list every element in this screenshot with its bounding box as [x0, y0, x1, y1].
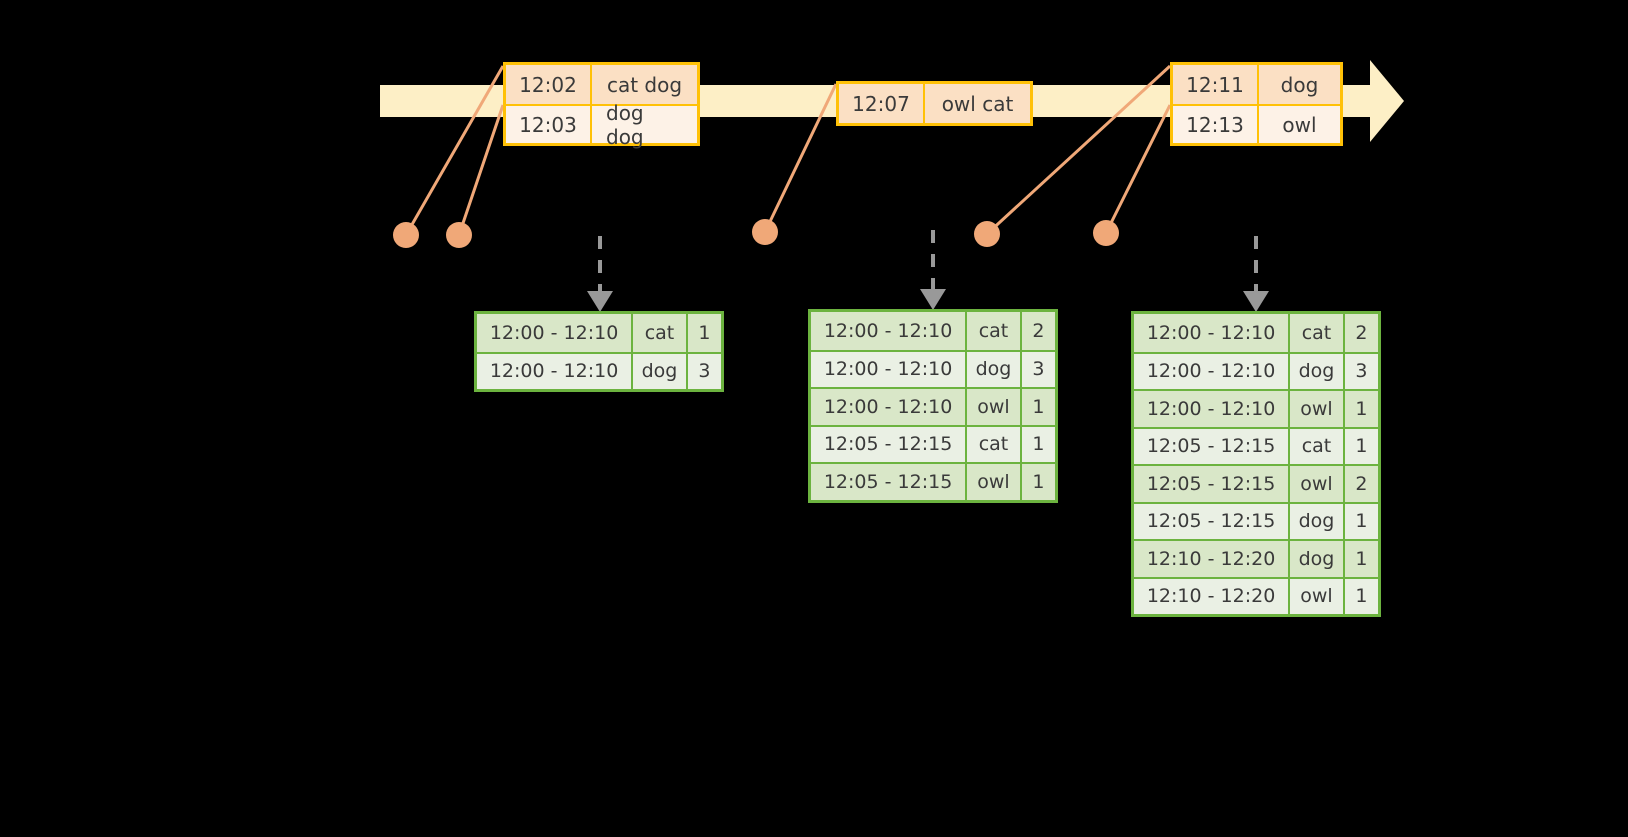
key-cell: owl [1290, 391, 1345, 427]
window-cell: 12:00 - 12:10 [811, 312, 968, 350]
count-cell: 2 [1344, 466, 1378, 502]
window-cell: 12:00 - 12:10 [1134, 314, 1291, 352]
window-cell: 12:00 - 12:10 [811, 389, 968, 425]
window-cell: 12:05 - 12:15 [1134, 503, 1291, 539]
count-cell: 3 [1344, 353, 1378, 389]
event-dot-5 [1093, 220, 1119, 246]
timeline-event-row[interactable]: 12:11 dog [1173, 65, 1340, 104]
count-cell: 2 [1021, 312, 1055, 350]
timeline-event-row[interactable]: 12:07 owl cat [839, 84, 1030, 123]
window-cell: 12:00 - 12:10 [1134, 391, 1291, 427]
count-cell: 1 [1344, 391, 1378, 427]
count-cell: 1 [1021, 464, 1055, 500]
window-cell: 12:00 - 12:10 [1134, 353, 1291, 389]
key-cell: owl [1290, 578, 1345, 614]
key-cell: dog [1290, 503, 1345, 539]
window-cell: 12:00 - 12:10 [477, 353, 634, 389]
count-cell: 1 [687, 314, 721, 352]
event-dot-2 [446, 222, 472, 248]
event-text: owl [1259, 106, 1340, 143]
event-dot-4 [974, 221, 1000, 247]
timeline-event-group-2[interactable]: 12:07 owl cat [836, 81, 1033, 126]
window-cell: 12:05 - 12:15 [1134, 466, 1291, 502]
key-cell: cat [967, 312, 1022, 350]
event-time: 12:07 [839, 84, 925, 123]
count-cell: 2 [1344, 314, 1378, 352]
emit-arrows [598, 230, 1258, 292]
window-cell: 12:00 - 12:10 [477, 314, 634, 352]
timeline-event-row[interactable]: 12:13 owl [1173, 104, 1340, 143]
event-text: owl cat [925, 84, 1030, 123]
key-cell: dog [1290, 353, 1345, 389]
window-cell: 12:10 - 12:20 [1134, 578, 1291, 614]
timeline-event-group-1[interactable]: 12:02 cat dog 12:03 dog dog [503, 62, 700, 149]
timeline-event-row[interactable]: 12:03 dog dog [506, 101, 697, 149]
key-cell: owl [967, 464, 1022, 500]
window-cell: 12:00 - 12:10 [811, 351, 968, 387]
key-cell: dog [633, 353, 688, 389]
count-cell: 1 [1344, 578, 1378, 614]
timeline-event-row[interactable]: 12:02 cat dog [506, 65, 697, 104]
event-time: 12:02 [506, 65, 592, 104]
event-dot-3 [752, 219, 778, 245]
window-cell: 12:05 - 12:15 [811, 464, 968, 500]
key-cell: dog [1290, 541, 1345, 577]
event-dot-1 [393, 222, 419, 248]
event-time: 12:11 [1173, 65, 1259, 104]
key-cell: owl [967, 389, 1022, 425]
timeline-event-group-3[interactable]: 12:11 dog 12:13 owl [1170, 62, 1343, 146]
key-cell: cat [967, 426, 1022, 462]
key-cell: cat [1290, 314, 1345, 352]
event-text: dog [1259, 65, 1340, 104]
count-cell: 1 [1021, 389, 1055, 425]
event-time: 12:03 [506, 106, 592, 143]
count-cell: 1 [1344, 428, 1378, 464]
key-cell: cat [633, 314, 688, 352]
key-cell: cat [1290, 428, 1345, 464]
key-cell: dog [967, 351, 1022, 387]
key-cell: owl [1290, 466, 1345, 502]
count-cell: 1 [1021, 426, 1055, 462]
count-cell: 1 [1344, 503, 1378, 539]
event-text: cat dog [592, 65, 697, 104]
window-cell: 12:05 - 12:15 [811, 426, 968, 462]
window-cell: 12:05 - 12:15 [1134, 428, 1291, 464]
count-cell: 3 [1021, 351, 1055, 387]
event-dots [393, 219, 1119, 248]
event-text: dog dog [592, 101, 697, 149]
event-time: 12:13 [1173, 106, 1259, 143]
window-cell: 12:10 - 12:20 [1134, 541, 1291, 577]
count-cell: 1 [1344, 541, 1378, 577]
count-cell: 3 [687, 353, 721, 389]
